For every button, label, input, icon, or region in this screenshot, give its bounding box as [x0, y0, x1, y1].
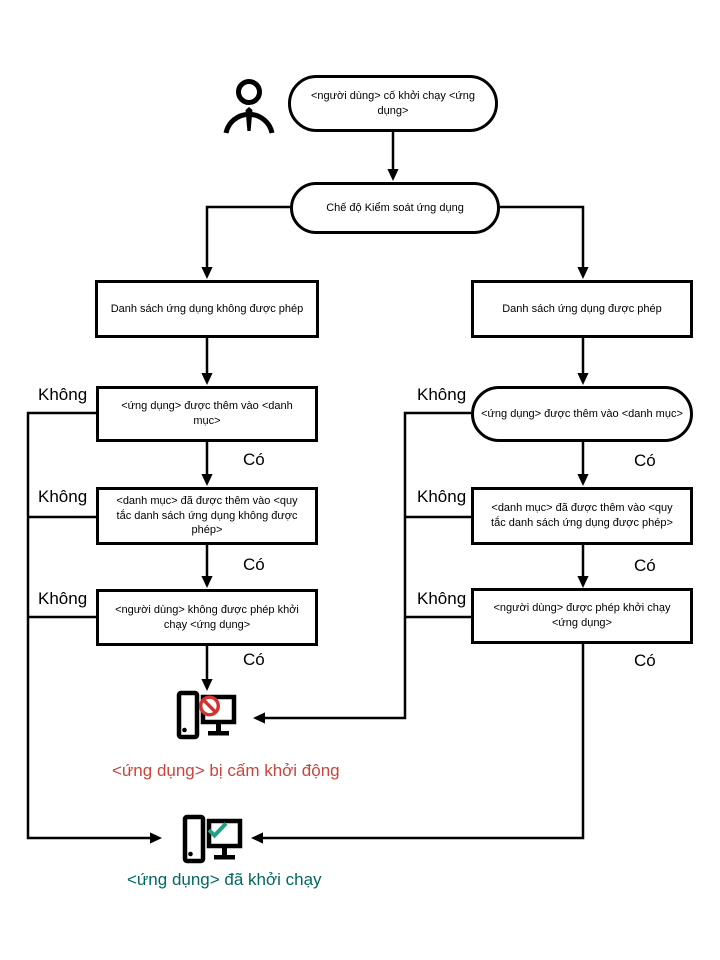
label-no: Không [38, 487, 88, 506]
node-application-control-mode: Chế độ Kiểm soát ứng dụng [290, 182, 500, 234]
label-yes: Có [634, 556, 656, 575]
blocked-computer-icon [176, 690, 237, 740]
running-computer-icon [182, 814, 243, 864]
label-no: Không [417, 589, 467, 608]
caption-app-blocked: <ứng dụng> bị cấm khởi động [112, 761, 340, 780]
label-no: Không [417, 487, 467, 506]
label-yes: Có [243, 450, 265, 469]
node-denylist-title: Danh sách ứng dụng không được phép [95, 280, 319, 338]
node-user-not-allowed-to-start: <người dùng> không được phép khởi chạy <… [96, 589, 318, 646]
node-denylist-category-in-rule: <danh mục> đã được thêm vào <quy tắc dan… [96, 487, 318, 545]
node-allowlist-app-added-to-category: <ứng dụng> được thêm vào <danh mục> [471, 386, 693, 442]
label-yes: Có [634, 451, 656, 470]
label-yes: Có [243, 650, 265, 669]
label-no: Không [38, 589, 88, 608]
label-yes: Có [243, 555, 265, 574]
user-icon [223, 79, 275, 134]
label-yes: Có [634, 651, 656, 670]
caption-app-started: <ứng dụng> đã khởi chạy [127, 870, 322, 889]
check-icon [207, 822, 228, 839]
node-user-allowed-to-start: <người dùng> được phép khởi chạy <ứng dụ… [471, 588, 693, 644]
label-no: Không [38, 385, 88, 404]
node-allowlist-title: Danh sách ứng dụng được phép [471, 280, 693, 338]
label-no: Không [417, 385, 467, 404]
node-user-starts-app: <người dùng> cố khởi chạy <ứng dụng> [288, 75, 498, 132]
prohibition-icon [199, 695, 221, 717]
node-allowlist-category-in-rule: <danh mục> đã được thêm vào <quy tắc dan… [471, 487, 693, 545]
node-denylist-app-added-to-category: <ứng dụng> được thêm vào <danh mục> [96, 386, 318, 442]
